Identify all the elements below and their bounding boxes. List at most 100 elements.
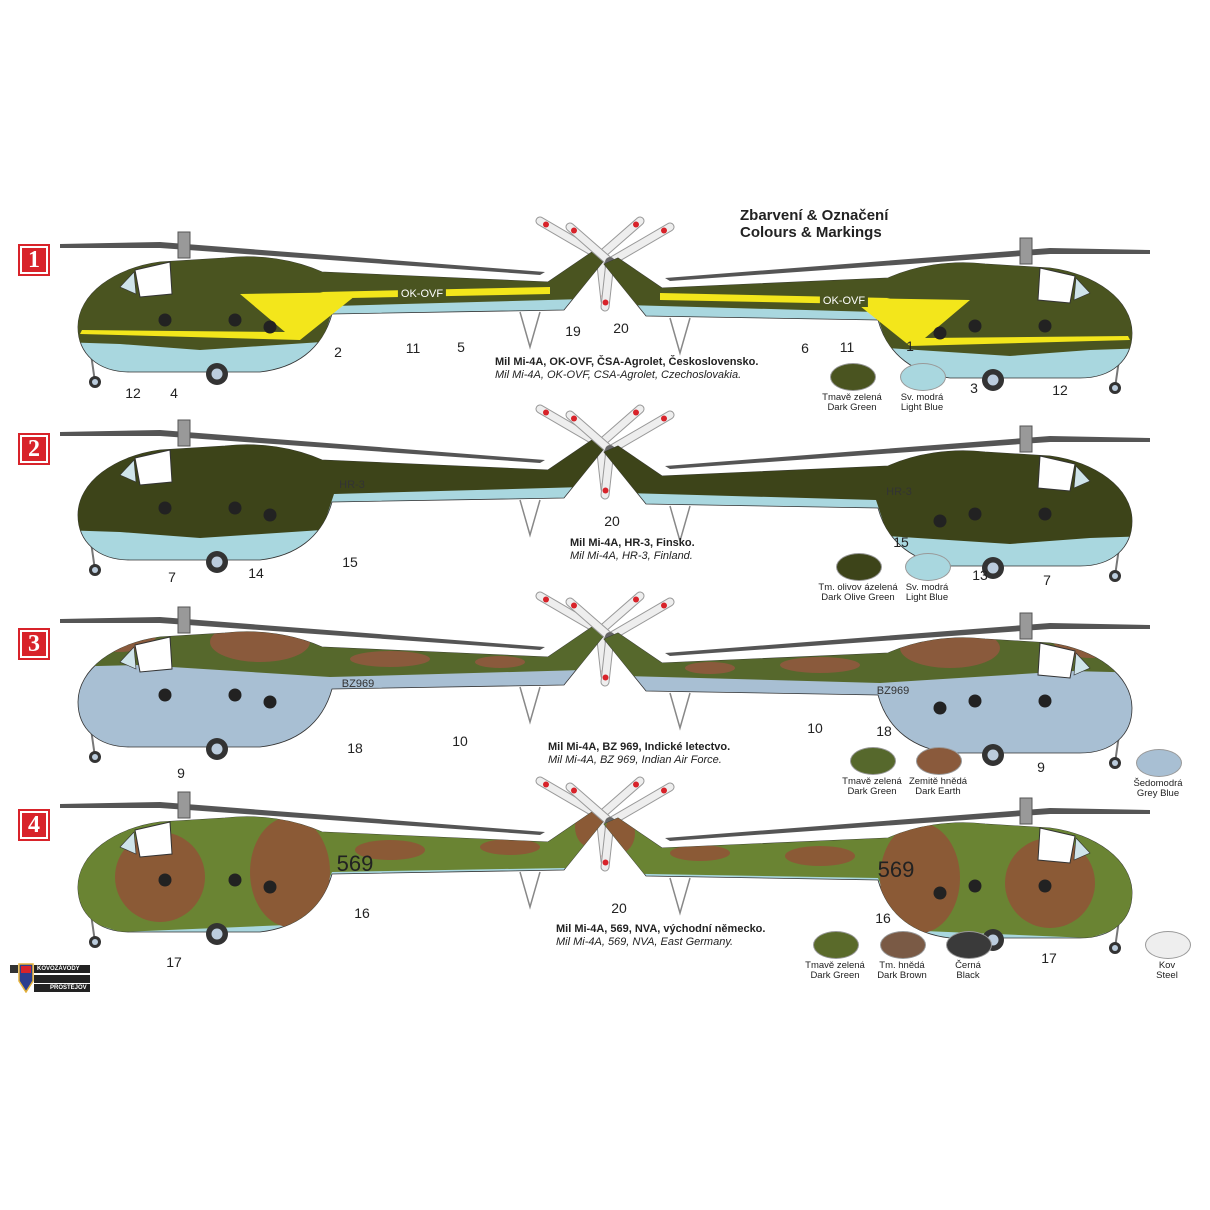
paint-name-en: Light Blue <box>900 402 944 413</box>
paint-swatch <box>946 931 992 959</box>
callout-number: 19 <box>565 323 581 339</box>
paint-swatch <box>836 553 882 581</box>
callout-number: 12 <box>125 385 141 401</box>
paint-name-cz: Černá <box>955 960 981 971</box>
paint-swatch <box>916 747 962 775</box>
main-rotor-blade <box>665 808 1150 841</box>
callout-number: 10 <box>807 720 823 736</box>
helicopter-profile <box>565 222 1150 394</box>
paint-name-cz: Tm. olivov ázelená <box>818 582 898 593</box>
callout-number: 15 <box>893 534 909 550</box>
paint-swatch <box>905 553 951 581</box>
porthole <box>1038 694 1052 708</box>
paint-swatch <box>813 931 859 959</box>
caption-czech: Mil Mi-4A, HR-3, Finsko. <box>570 537 695 549</box>
registration-marking: 569 <box>877 857 915 882</box>
registration-marking: 569 <box>336 851 374 876</box>
porthole <box>933 514 947 528</box>
paint-name-en: Dark Earth <box>915 786 961 797</box>
paint-swatch <box>850 747 896 775</box>
paint-name-en: Dark Green <box>827 402 877 413</box>
callout-number: 5 <box>457 339 465 355</box>
paint-name-cz: Zemitě hnědá <box>908 776 968 787</box>
caption-english: Mil Mi-4A, HR-3, Finland. <box>570 550 693 562</box>
porthole <box>263 320 277 334</box>
porthole <box>158 873 172 887</box>
paint-name-en: Dark Green <box>810 970 860 981</box>
porthole <box>263 880 277 894</box>
porthole <box>933 886 947 900</box>
porthole <box>228 873 242 887</box>
paint-name-en: Light Blue <box>905 592 949 603</box>
logo-text-top: KOVOZÁVODY <box>34 965 90 973</box>
paint-name-cz: Sv. modrá <box>900 392 944 403</box>
registration-marking: BZ969 <box>341 678 375 690</box>
main-rotor-blade <box>665 623 1150 656</box>
porthole <box>1038 319 1052 333</box>
callout-number: 11 <box>839 339 855 355</box>
callout-number: 9 <box>1037 759 1045 775</box>
paint-name-cz: Tm. hnědá <box>879 960 925 971</box>
callout-number: 12 <box>1052 382 1068 398</box>
title-english: Colours & Markings <box>740 224 882 241</box>
callout-number: 7 <box>168 569 176 585</box>
registration-marking: BZ969 <box>876 685 910 697</box>
porthole <box>263 695 277 709</box>
paint-swatch <box>880 931 926 959</box>
callout-number: 3 <box>970 380 978 396</box>
paint-name-en: Dark Olive Green <box>821 592 895 603</box>
paint-name-cz: Tmavě zelená <box>805 960 865 971</box>
kovozavody-logo: KOVOZÁVODY PROSTĚJOV <box>10 963 90 993</box>
porthole <box>933 326 947 340</box>
callout-number: 16 <box>875 910 891 926</box>
caption-english: Mil Mi-4A, 569, NVA, East Germany. <box>556 936 734 948</box>
scheme-caption: Mil Mi-4A, OK-OVF, ČSA-Agrolet, Českoslo… <box>495 356 758 382</box>
porthole <box>1038 879 1052 893</box>
porthole <box>933 701 947 715</box>
callout-number: 15 <box>342 554 358 570</box>
porthole <box>263 508 277 522</box>
paint-swatch <box>900 363 946 391</box>
scheme-number-badge: 1 <box>18 244 50 276</box>
paint-swatch <box>1136 749 1182 777</box>
registration-marking: OK-OVF <box>819 295 869 307</box>
paint-name-en: Steel <box>1156 970 1178 981</box>
caption-czech: Mil Mi-4A, 569, NVA, východní německo. <box>556 923 766 935</box>
porthole <box>228 313 242 327</box>
caption-english: Mil Mi-4A, OK-OVF, CSA-Agrolet, Czechosl… <box>495 369 742 381</box>
callout-number: 13 <box>972 567 988 583</box>
porthole <box>968 507 982 521</box>
callout-number: 9 <box>177 765 185 781</box>
main-rotor-blade <box>60 802 545 835</box>
helicopter-profile <box>565 782 1150 954</box>
callout-number: 18 <box>347 740 363 756</box>
porthole <box>968 694 982 708</box>
scheme-caption: Mil Mi-4A, HR-3, Finsko.Mil Mi-4A, HR-3,… <box>570 537 695 563</box>
paint-swatch <box>1145 931 1191 959</box>
callout-number: 17 <box>166 954 182 970</box>
paint-name-en: Dark Brown <box>877 970 927 981</box>
main-rotor-blade <box>60 242 545 275</box>
porthole <box>158 688 172 702</box>
main-rotor-blade <box>60 617 545 650</box>
scheme-caption: Mil Mi-4A, 569, NVA, východní německo.Mi… <box>556 923 765 949</box>
callout-number: 14 <box>248 565 264 581</box>
porthole <box>228 501 242 515</box>
paint-name-en: Black <box>956 970 980 981</box>
callout-number: 11 <box>405 340 421 356</box>
paint-name-cz: Šedomodrá <box>1133 778 1183 789</box>
paint-name-cz: Tmavě zelená <box>842 776 902 787</box>
registration-marking: HR-3 <box>886 486 912 498</box>
porthole <box>1038 507 1052 521</box>
paint-swatch <box>830 363 876 391</box>
scheme-number-badge: 4 <box>18 809 50 841</box>
scheme-caption: Mil Mi-4A, BZ 969, Indické letectvo.Mil … <box>548 741 730 767</box>
callout-number: 6 <box>801 340 809 356</box>
